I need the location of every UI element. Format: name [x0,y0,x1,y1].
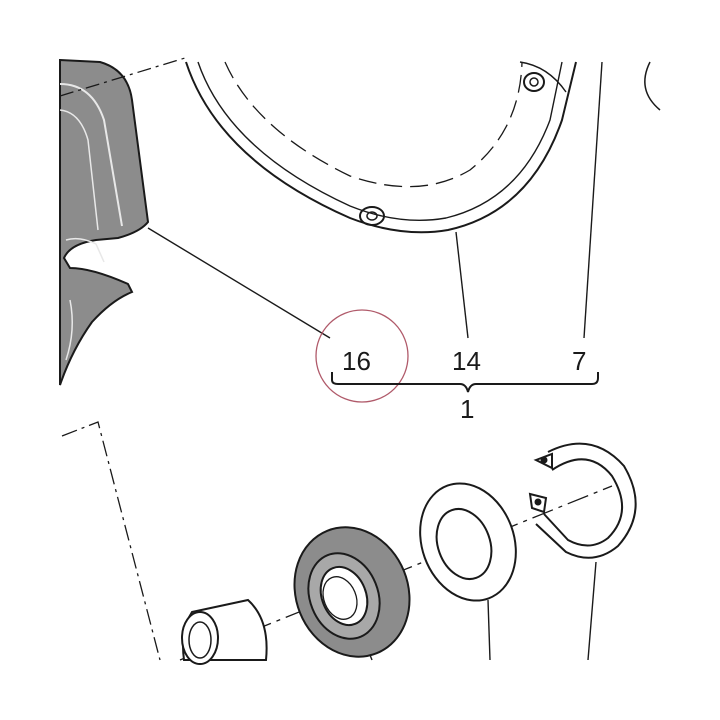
retaining-ring [528,442,637,559]
leader-16 [147,227,331,339]
shaft-seal [293,526,411,658]
highlight-circle [315,309,409,403]
seal-ring-section [59,58,150,386]
leader-ring [587,561,597,661]
flat-washer [419,482,517,602]
callout-7[interactable]: 7 [572,346,586,376]
leader-14 [455,231,469,339]
leader-washer [487,599,491,661]
group-bracket [331,372,599,393]
cover-gasket [185,61,577,234]
callout-1[interactable]: 1 [460,394,474,424]
leader-seal [369,654,373,661]
axis-line-lower [61,421,161,661]
callout-16[interactable]: 16 [342,346,371,376]
callout-14[interactable]: 14 [452,346,481,376]
axis-line [59,57,186,97]
partial-part-edge [644,61,661,111]
bushing [181,598,268,665]
leader-7 [583,61,603,339]
